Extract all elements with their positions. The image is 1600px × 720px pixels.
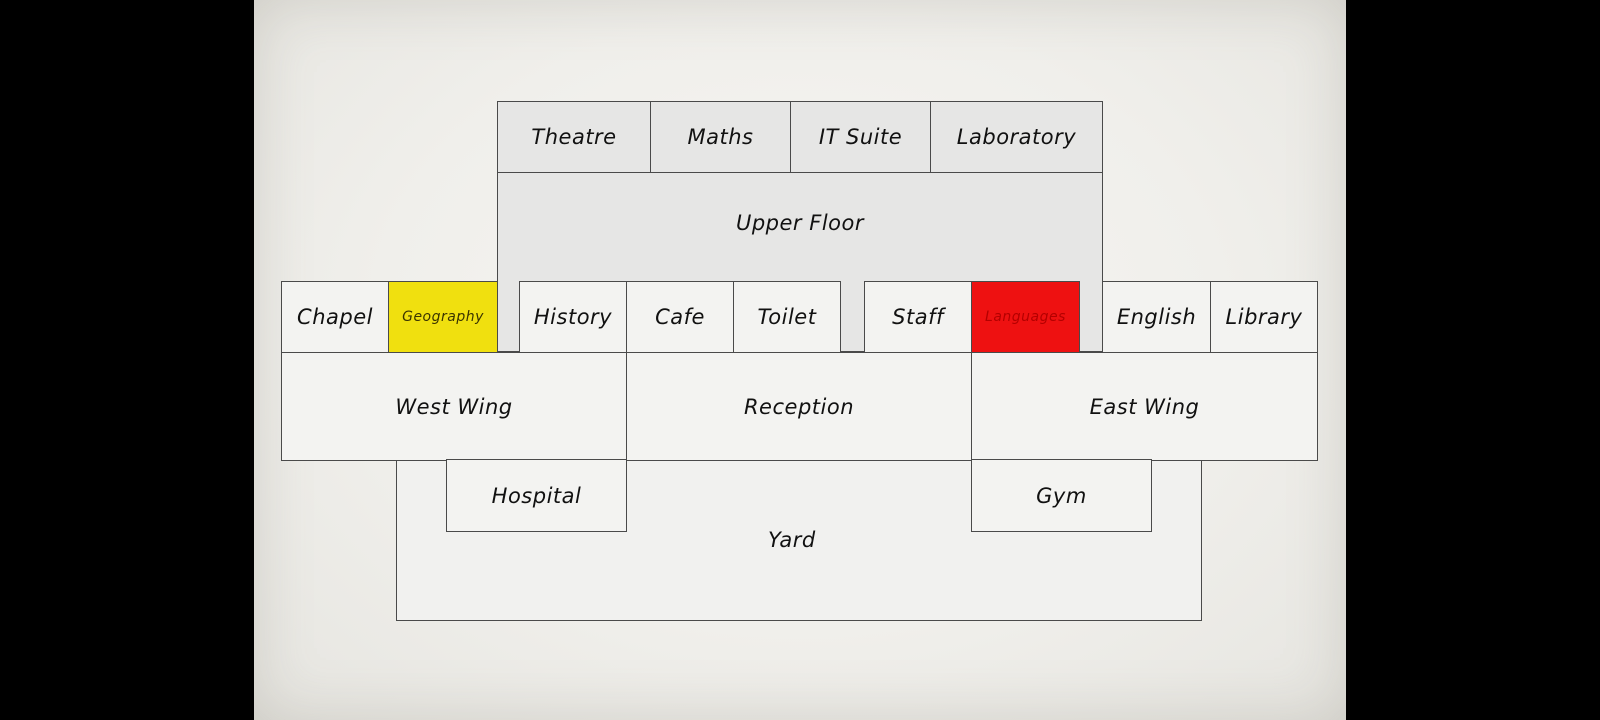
room-chapel[interactable]: Chapel (281, 281, 389, 353)
room-it-suite-label: IT Suite (818, 125, 903, 149)
room-hospital-label: Hospital (491, 483, 582, 508)
room-toilet-label: Toilet (757, 305, 817, 329)
room-history[interactable]: History (519, 281, 627, 353)
room-library-label: Library (1225, 305, 1303, 329)
room-cafe[interactable]: Cafe (626, 281, 734, 353)
room-library[interactable]: Library (1210, 281, 1318, 353)
room-gym-label: Gym (1036, 483, 1087, 508)
room-theatre[interactable]: Theatre (497, 101, 651, 173)
room-english[interactable]: English (1102, 281, 1211, 353)
room-languages-label: Languages (985, 309, 1066, 325)
west-wing-label: West Wing (395, 394, 513, 419)
upper-floor-label: Upper Floor (735, 211, 864, 235)
room-maths[interactable]: Maths (650, 101, 791, 173)
room-staff-label: Staff (892, 305, 944, 329)
room-chapel-label: Chapel (297, 305, 373, 329)
room-cafe-label: Cafe (655, 305, 705, 329)
area-reception[interactable]: Reception (626, 352, 972, 461)
area-west-wing[interactable]: West Wing (281, 352, 627, 461)
reception-label: Reception (743, 394, 855, 419)
room-laboratory-label: Laboratory (956, 125, 1077, 149)
room-history-label: History (533, 305, 613, 329)
room-geography[interactable]: Geography (388, 281, 498, 353)
room-english-label: English (1116, 305, 1197, 329)
room-theatre-label: Theatre (531, 125, 617, 149)
east-wing-label: East Wing (1089, 394, 1200, 419)
area-east-wing[interactable]: East Wing (971, 352, 1318, 461)
room-staff[interactable]: Staff (864, 281, 972, 353)
room-maths-label: Maths (687, 125, 754, 149)
room-languages[interactable]: Languages (971, 281, 1080, 353)
paper-sheet: Yard Upper Floor Theatre Maths IT Suite … (254, 0, 1346, 720)
room-hospital[interactable]: Hospital (446, 459, 627, 532)
room-gym[interactable]: Gym (971, 459, 1152, 532)
room-geography-label: Geography (402, 309, 484, 325)
room-toilet[interactable]: Toilet (733, 281, 841, 353)
room-it-suite[interactable]: IT Suite (790, 101, 931, 173)
room-laboratory[interactable]: Laboratory (930, 101, 1103, 173)
yard-label: Yard (768, 528, 816, 552)
